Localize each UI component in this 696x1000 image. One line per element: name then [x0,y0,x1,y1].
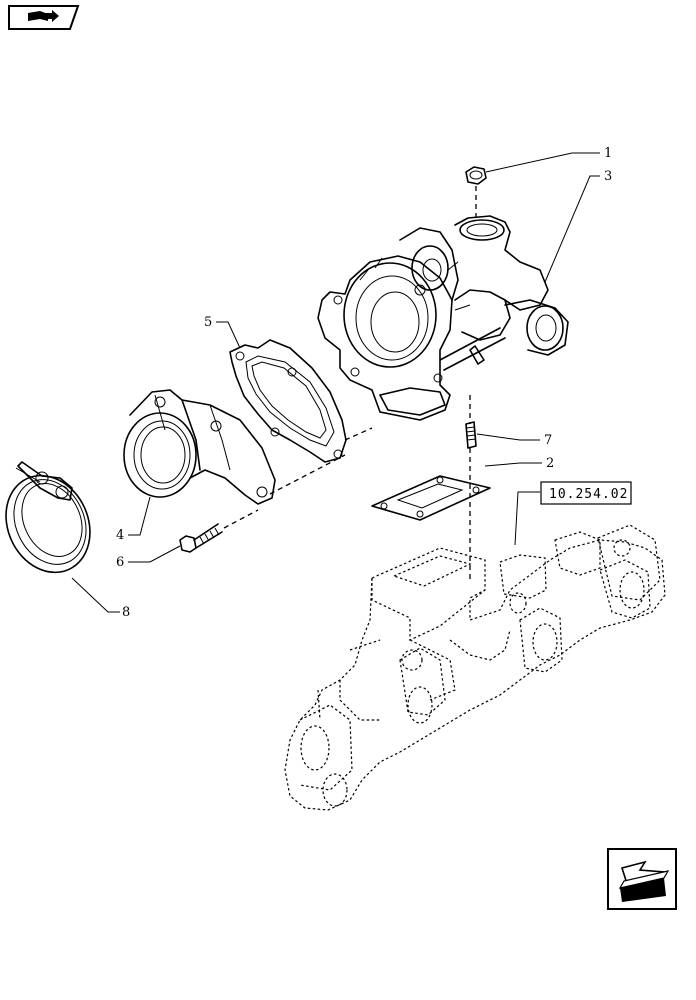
leader-lines [71,152,600,613]
callout-2: 2 [546,456,554,471]
part-6-bolt [179,523,223,553]
reference-box-label: 10.254.02 [549,487,628,502]
callout-labels: 1 3 5 7 2 4 6 8 [116,146,612,620]
part-3-turbocharger [317,215,569,421]
exhaust-manifold-reference [284,524,666,811]
part-4-outlet-elbow [123,389,276,505]
part-5-gasket [229,339,347,463]
part-8-v-band-clamp [5,461,91,574]
callout-8: 8 [122,605,130,620]
part-2-gasket [371,475,491,521]
assembly-lines [223,186,477,580]
callout-3: 3 [604,169,612,184]
callout-7: 7 [544,433,552,448]
reference-box[interactable]: 10.254.02 [540,481,632,505]
callout-6: 6 [116,555,124,570]
part-1-nut [465,166,487,185]
callout-4: 4 [116,528,124,543]
return-arrow-nav-icon[interactable] [607,848,677,910]
part-7-stud [465,421,477,449]
callout-1: 1 [604,146,612,161]
callout-5: 5 [204,315,212,330]
book-arrow-nav-icon[interactable] [8,5,80,30]
